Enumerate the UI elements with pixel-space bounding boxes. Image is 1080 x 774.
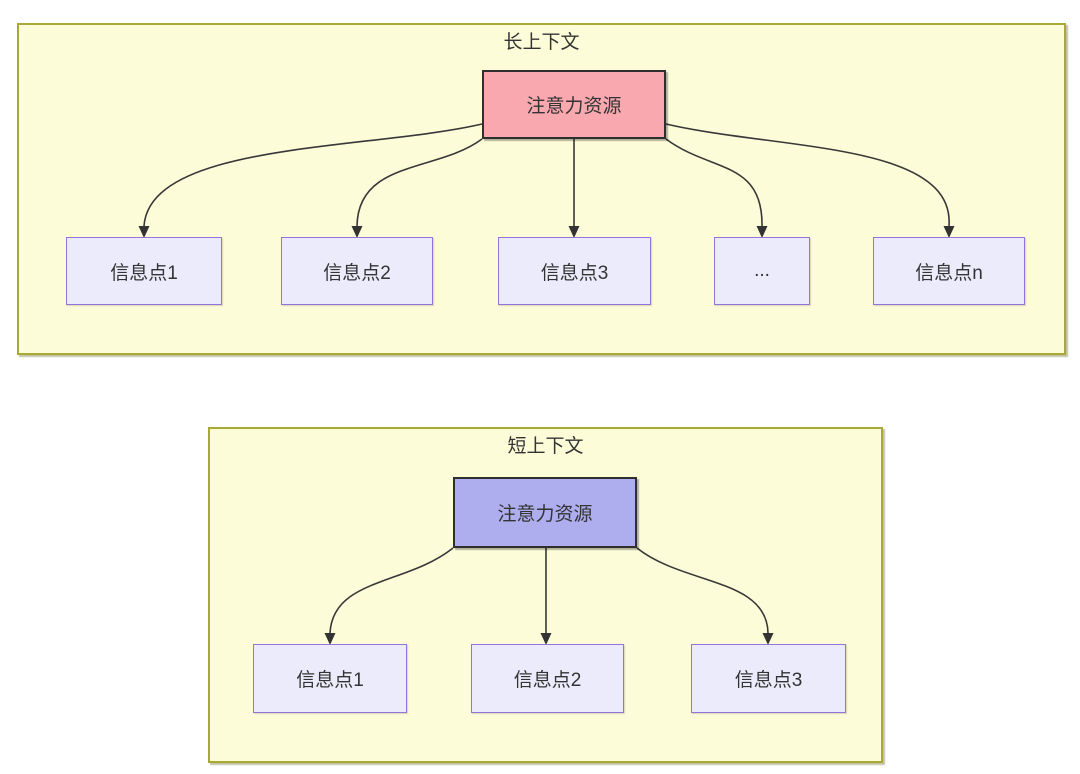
info-point-box-short-3: 信息点3: [691, 644, 846, 713]
arrow-long-4: [665, 138, 768, 238]
info-point-label: 信息点1: [110, 262, 178, 284]
info-point-box-long-3: 信息点3: [498, 237, 651, 305]
arrow-short-3: [636, 547, 774, 645]
long-context-title: 长上下文: [503, 32, 580, 53]
arrow-long-5: [665, 123, 955, 238]
info-point-label: 信息点1: [296, 670, 364, 691]
info-point-label: 信息点2: [513, 670, 582, 691]
info-point-box-long-ellipsis: ...: [714, 237, 810, 305]
info-point-box-long-1: 信息点1: [66, 237, 222, 305]
short-context-title: 短上下文: [507, 436, 584, 457]
info-point-label: ...: [754, 260, 770, 281]
info-point-box-long-2: 信息点2: [281, 237, 433, 305]
info-point-box-short-1: 信息点1: [253, 644, 407, 713]
arrow-short-1: [324, 547, 454, 645]
info-point-label: 信息点n: [915, 262, 983, 284]
arrow-long-2: [351, 138, 483, 238]
arrow-short-2: [540, 548, 552, 645]
info-point-label: 信息点3: [734, 670, 803, 691]
attention-resource-label-long: 注意力资源: [526, 96, 622, 117]
arrow-long-3: [568, 139, 580, 238]
info-point-label: 信息点3: [540, 262, 609, 284]
info-point-box-long-n: 信息点n: [873, 237, 1025, 305]
arrow-long-1: [138, 123, 483, 238]
attention-resource-label-short: 注意力资源: [497, 504, 593, 525]
attention-resource-box-short: 注意力资源: [453, 477, 637, 548]
info-point-label: 信息点2: [323, 262, 391, 284]
attention-resource-box-long: 注意力资源: [482, 70, 666, 139]
info-point-box-short-2: 信息点2: [471, 644, 624, 713]
